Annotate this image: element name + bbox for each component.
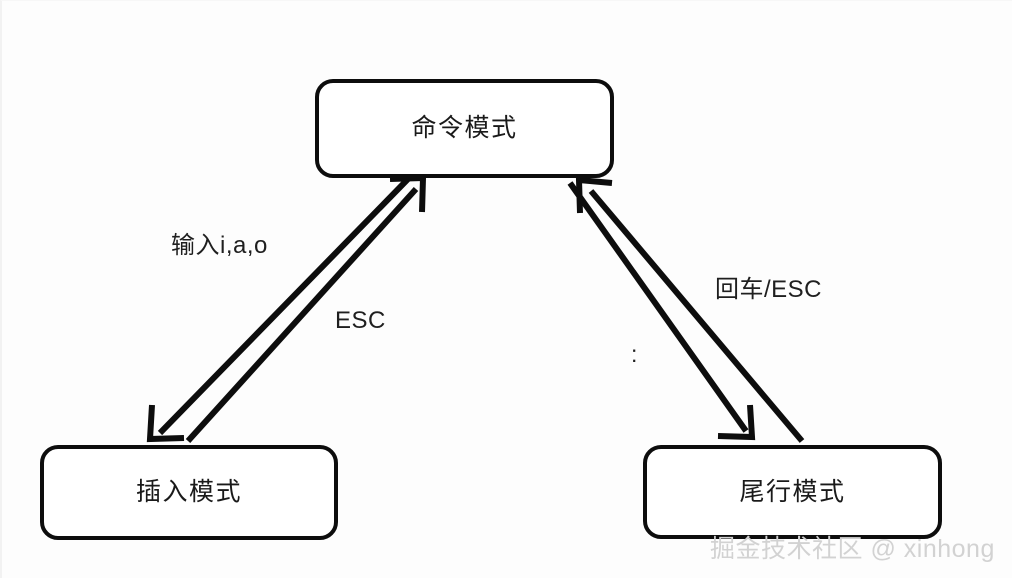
node-lastline-mode[interactable]: 尾行模式	[643, 445, 942, 539]
node-insert-mode[interactable]: 插入模式	[40, 445, 338, 540]
edge-label-insert-to-command: ESC	[335, 307, 386, 334]
edge-command-to-insert	[146, 176, 411, 443]
node-command-mode-label: 命令模式	[411, 114, 518, 142]
edge-label-command-to-insert: 输入i,a,o	[171, 232, 268, 259]
edge-insert-to-command	[185, 174, 427, 444]
node-command-mode[interactable]: 命令模式	[315, 79, 614, 178]
edge-command-to-lastline	[567, 181, 756, 441]
edge-lastline-to-command	[575, 176, 805, 443]
edge-label-command-to-lastline: :	[631, 341, 638, 367]
edge-label-lastline-to-command: 回车/ESC	[715, 276, 823, 303]
node-lastline-mode-label: 尾行模式	[739, 477, 846, 506]
node-insert-mode-label: 插入模式	[135, 478, 242, 506]
